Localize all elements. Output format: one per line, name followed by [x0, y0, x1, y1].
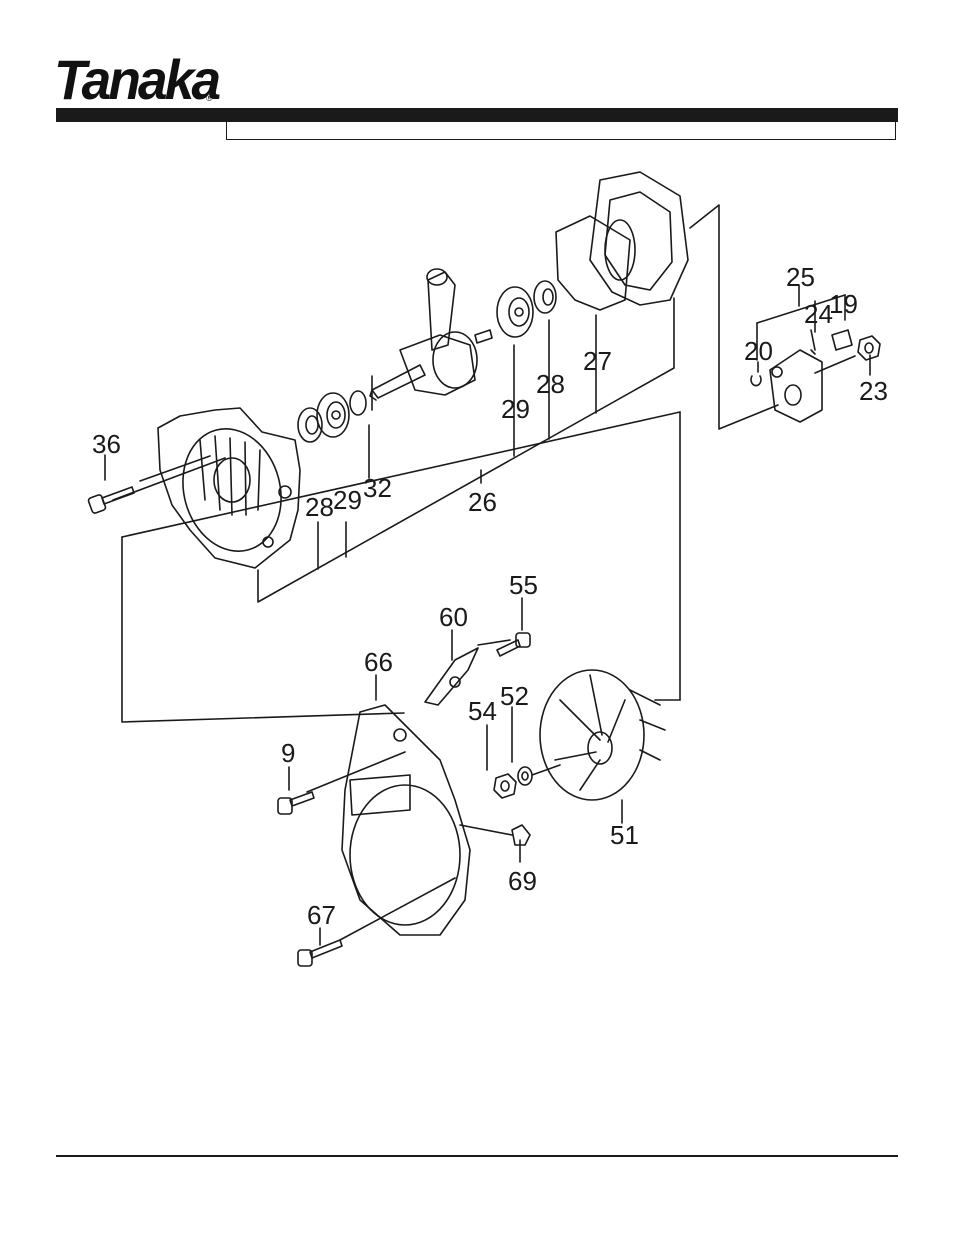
part-28-seal-right [533, 280, 557, 314]
part-51-flywheel [539, 669, 666, 801]
part-19-cam [831, 329, 853, 351]
part-52-washer [517, 766, 533, 786]
callout-55: 55 [509, 570, 538, 600]
callout-24: 24 [804, 299, 833, 329]
tanaka-logo: Tanaka [54, 50, 229, 110]
callout-28-right: 28 [536, 369, 565, 399]
part-55-bolt [496, 632, 531, 657]
callout-66: 66 [364, 647, 393, 677]
part-27-crankcase-half [555, 171, 689, 311]
part-66-fan-housing [341, 704, 471, 936]
callout-labels: 36 28 29 32 26 29 28 27 25 24 19 20 23 5… [92, 262, 888, 930]
part-24-pin [810, 329, 816, 355]
callout-23: 23 [859, 376, 888, 406]
callout-27: 27 [583, 346, 612, 376]
part-69-grommet [511, 824, 531, 846]
part-left-crankcase [157, 407, 301, 569]
callout-28-left: 28 [305, 492, 334, 522]
part-25-assembly [769, 349, 823, 423]
header-bar [56, 108, 898, 122]
part-9-bolt [277, 791, 315, 815]
callout-36: 36 [92, 429, 121, 459]
title-box [226, 122, 896, 140]
part-20-clip [750, 375, 762, 387]
part-67-bolt [297, 939, 343, 967]
callout-52: 52 [500, 681, 529, 711]
callout-20: 20 [744, 336, 773, 366]
callout-26: 26 [468, 487, 497, 517]
part-60-bracket [424, 647, 479, 706]
callout-29-left: 29 [333, 485, 362, 515]
part-32-ring [349, 390, 367, 416]
logo-wordmark: Tanaka [54, 48, 221, 111]
callout-32: 32 [363, 473, 392, 503]
callout-60: 60 [439, 602, 468, 632]
callout-67: 67 [307, 900, 336, 930]
part-crankshaft [369, 268, 493, 401]
part-54-nut [493, 773, 517, 799]
callout-54: 54 [468, 696, 497, 726]
callout-51: 51 [610, 820, 639, 850]
callout-29-right: 29 [501, 394, 530, 424]
registered-mark: ® [206, 93, 213, 103]
callout-69: 69 [508, 866, 537, 896]
callout-9: 9 [281, 738, 295, 768]
group-bracket-lines [104, 204, 871, 946]
footer-rule [56, 1155, 898, 1157]
callout-19: 19 [829, 289, 858, 319]
part-23-nut [857, 335, 881, 361]
part-36-bolt [87, 486, 135, 514]
part-29-bearing-right [496, 286, 534, 338]
part-29-bearing-left [316, 392, 350, 438]
callout-25: 25 [786, 262, 815, 292]
